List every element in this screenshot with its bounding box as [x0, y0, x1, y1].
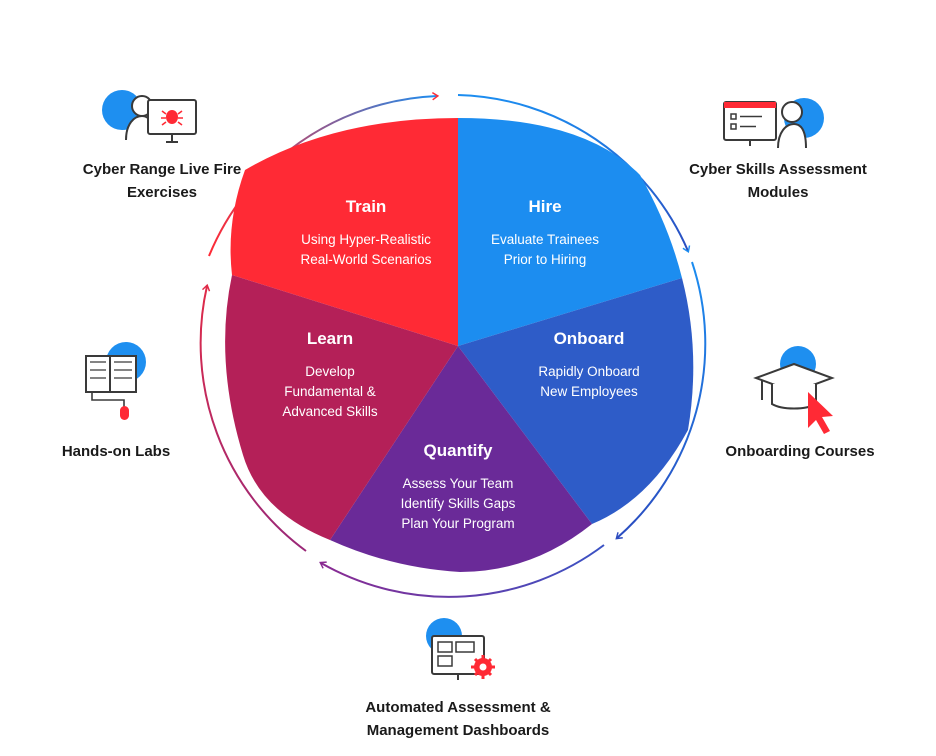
graduation-cap-icon	[753, 346, 835, 434]
segment-train-title: Train	[346, 197, 387, 216]
segment-learn	[225, 275, 458, 540]
label-cyber-range: Cyber Range Live Fire Exercises	[82, 161, 242, 201]
segment-onboard-desc-line: New Employees	[540, 384, 638, 399]
label-skills-assessment: Cyber Skills Assessment Modules	[689, 161, 867, 201]
segment-hire-title: Hire	[528, 197, 561, 216]
book-mouse-icon	[85, 342, 146, 420]
segment-quantify-desc-line: Identify Skills Gaps	[401, 496, 516, 511]
segment-quantify-desc-line: Plan Your Program	[401, 516, 514, 531]
segment-hire-desc-line: Evaluate Trainees	[491, 232, 599, 247]
arc-arrow-top-right	[457, 94, 691, 254]
segment-quantify-desc-line: Assess Your Team	[403, 476, 514, 491]
segment-onboard	[458, 278, 694, 524]
segment-hire	[458, 118, 682, 346]
segment-quantify-title: Quantify	[424, 441, 493, 460]
segment-train-desc-line: Real-World Scenarios	[300, 252, 431, 267]
label-automated-dashboards: Automated Assessment & Management Dashbo…	[365, 699, 551, 739]
segment-onboard-desc-line: Rapidly Onboard	[538, 364, 639, 379]
assessment-monitor-icon	[723, 98, 824, 149]
arc-arrow-left	[199, 283, 307, 552]
segment-hire-desc-line: Prior to Hiring	[504, 252, 587, 267]
segment-onboard-title: Onboard	[554, 329, 625, 348]
arc-arrow-top-left	[208, 91, 440, 257]
segment-learn-desc-line: Develop	[305, 364, 355, 379]
segment-learn-title: Learn	[307, 329, 353, 348]
cycle-arrows	[199, 91, 707, 598]
arc-arrow-right	[615, 261, 707, 540]
label-hands-on-labs: Hands-on Labs	[61, 443, 171, 460]
dashboard-gear-icon	[426, 618, 495, 680]
segment-train	[230, 118, 458, 346]
monitor-bug-icon	[102, 90, 197, 143]
arc-arrow-bottom	[319, 544, 605, 598]
label-onboarding-courses: Onboarding Courses	[725, 443, 875, 460]
segment-quantify	[330, 346, 592, 572]
segment-train-desc-line: Using Hyper-Realistic	[301, 232, 431, 247]
segment-learn-desc-line: Advanced Skills	[282, 404, 378, 419]
cycle-pie	[225, 118, 694, 572]
segment-learn-desc-line: Fundamental &	[284, 384, 376, 399]
